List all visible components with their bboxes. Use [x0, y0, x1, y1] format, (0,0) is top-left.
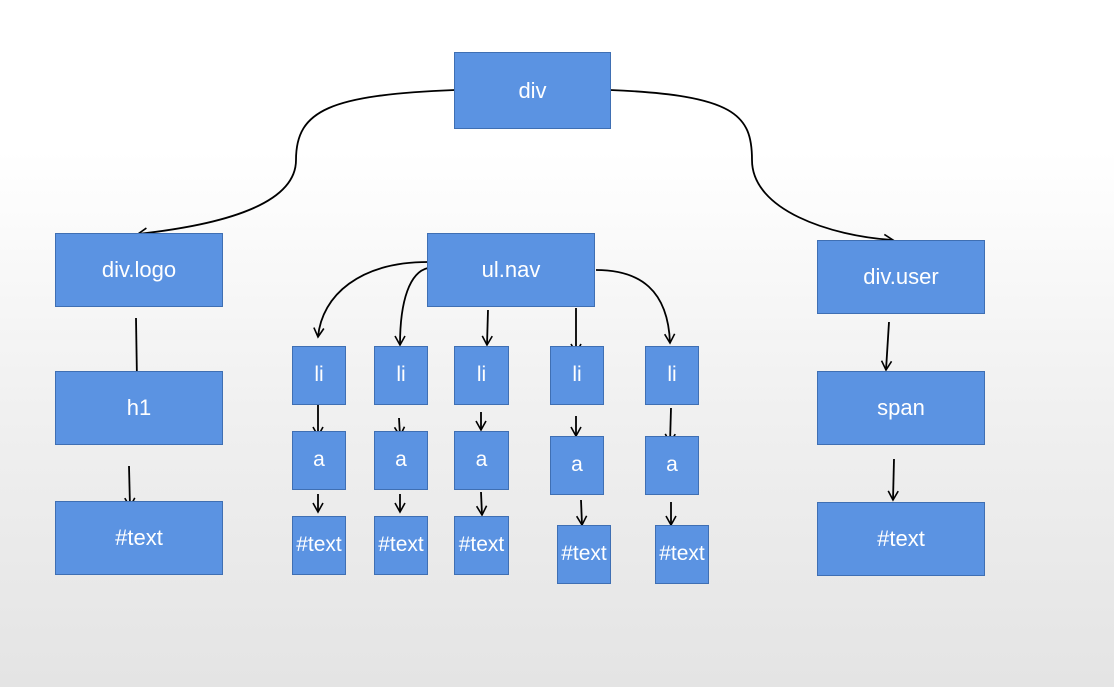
- node-a-2: a: [374, 431, 428, 490]
- edge-h1-to-text: [124, 465, 136, 509]
- node-div-user: div.user: [817, 240, 985, 314]
- edge-nav-to-li2: [394, 267, 429, 347]
- node-li-5: li: [645, 346, 699, 405]
- node-li-2: li: [374, 346, 428, 405]
- node-text-2: #text: [374, 516, 428, 575]
- node-h1: h1: [55, 371, 223, 445]
- node-text-3: #text: [454, 516, 509, 575]
- node-text-4: #text: [557, 525, 611, 584]
- node-li-4: li: [550, 346, 604, 405]
- edge-a3-to-t3: [475, 491, 488, 517]
- node-user-text: #text: [817, 502, 985, 576]
- node-text-5: #text: [655, 525, 709, 584]
- node-root-div: div: [454, 52, 611, 129]
- node-ul-nav: ul.nav: [427, 233, 595, 307]
- edge-root-to-user: [609, 89, 895, 246]
- edge-root-to-logo: [136, 89, 456, 239]
- node-div-logo: div.logo: [55, 233, 223, 307]
- edge-a4-to-t4: [575, 499, 588, 527]
- node-a-1: a: [292, 431, 346, 490]
- edge-nav-to-li5: [595, 269, 676, 345]
- node-li-1: li: [292, 346, 346, 405]
- edge-span-to-text: [887, 458, 899, 502]
- node-a-3: a: [454, 431, 509, 490]
- edge-user-to-span: [880, 321, 893, 372]
- edge-nav-to-li1: [313, 261, 429, 339]
- node-a-4: a: [550, 436, 604, 495]
- edge-logo-to-h1: [131, 317, 143, 383]
- node-a-5: a: [645, 436, 699, 495]
- node-li-3: li: [454, 346, 509, 405]
- node-span: span: [817, 371, 985, 445]
- node-text-1: #text: [292, 516, 346, 575]
- node-logo-text: #text: [55, 501, 223, 575]
- edge-nav-to-li3: [481, 309, 493, 347]
